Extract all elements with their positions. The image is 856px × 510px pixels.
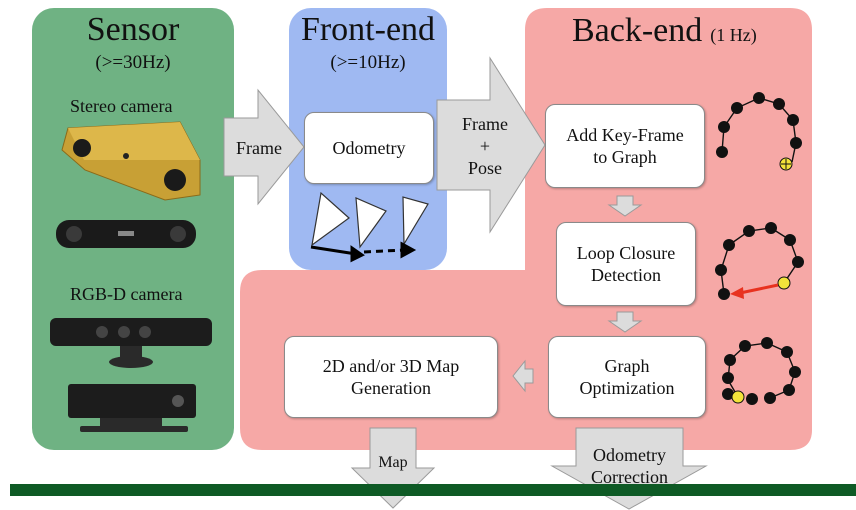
frontend-rate: (>=10Hz)	[330, 52, 406, 73]
down-arrow-2	[607, 311, 643, 333]
backend-title: Back-end	[572, 12, 703, 49]
backend-title-group: Back-end (1 Hz)	[572, 12, 757, 50]
map-arrow-label: Map	[378, 454, 408, 471]
frame-pose-arrow	[436, 56, 546, 234]
loop-closure-arrow-icon	[739, 283, 779, 295]
graph-loop-closure-icon	[715, 222, 804, 300]
odometry-correction-label: Odometry Correction	[591, 445, 668, 487]
frame-arrow	[223, 88, 305, 206]
graph-optimized-icon	[722, 337, 801, 405]
add-keyframe-box: Add Key-Frame to Graph	[545, 104, 705, 188]
stereo-camera-icon	[61, 121, 201, 201]
bottom-line	[10, 484, 856, 496]
left-arrow	[512, 359, 534, 393]
odometry-frustums-icon	[311, 191, 429, 249]
sensor-rate: (>=30Hz)	[95, 52, 171, 73]
stereo-camera-label: Stereo camera	[70, 96, 173, 116]
rgbd-camera-label: RGB-D camera	[70, 284, 183, 304]
graph-optimization-box: Graph Optimization	[548, 336, 706, 418]
kinect-v1-icon	[50, 318, 212, 368]
frame-pose-arrow-label: Frame + Pose	[462, 114, 508, 178]
zed-camera-icon	[56, 220, 196, 248]
down-arrow-1	[607, 195, 643, 217]
odometry-box: Odometry	[304, 112, 434, 184]
loop-closure-box: Loop Closure Detection	[556, 222, 696, 306]
odometry-trajectory-icon	[310, 241, 417, 263]
sensor-title: Sensor	[86, 11, 180, 48]
graph-keyframe-icon	[716, 92, 802, 171]
kinect-v2-icon	[68, 384, 196, 432]
frame-arrow-label: Frame	[236, 138, 282, 158]
backend-rate: (1 Hz)	[710, 25, 757, 45]
frontend-title: Front-end	[300, 11, 436, 48]
map-generation-box: 2D and/or 3D Map Generation	[284, 336, 498, 418]
